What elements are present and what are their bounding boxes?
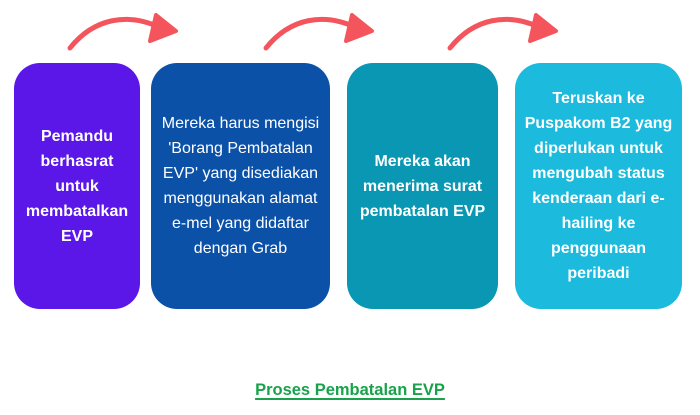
step-label-2: Mereka harus mengisi 'Borang Pembatalan … <box>161 115 320 257</box>
curved-arrow-icon <box>447 13 558 51</box>
curved-arrow-icon <box>67 13 178 51</box>
step-label-1: Pemandu berhasrat untuk membatalkan EVP <box>25 127 129 245</box>
caption-link[interactable]: Proses Pembatalan EVP <box>255 381 445 399</box>
step-box-2: Mereka harus mengisi 'Borang Pembatalan … <box>151 63 330 309</box>
step-box-3: Mereka akan menerima surat pembatalan EV… <box>347 63 498 309</box>
step-box-4: Teruskan ke Puspakom B2 yang diperlukan … <box>515 63 682 309</box>
curved-arrow-icon <box>263 13 374 51</box>
step-label-4: Teruskan ke Puspakom B2 yang diperlukan … <box>524 90 673 282</box>
step-box-1: Pemandu berhasrat untuk membatalkan EVP <box>14 63 140 309</box>
step-label-3: Mereka akan menerima surat pembatalan EV… <box>359 152 486 220</box>
caption-row: Proses Pembatalan EVP <box>0 381 700 400</box>
